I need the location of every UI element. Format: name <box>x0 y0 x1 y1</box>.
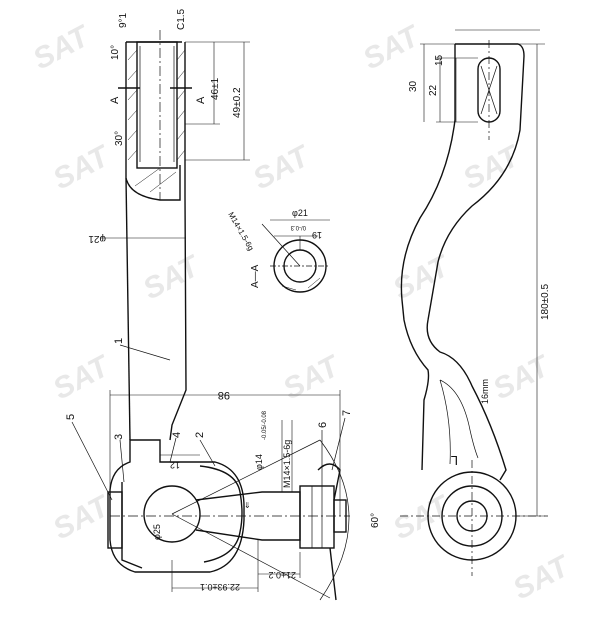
rod-body-top <box>125 42 181 201</box>
dust-boot <box>199 465 243 563</box>
label-dim-98: 98 <box>218 389 230 401</box>
tie-rod-end-view <box>71 30 350 601</box>
housing-inner <box>121 482 143 569</box>
label-dim-21: 21±0.2 <box>269 570 296 580</box>
label-angle-9: 9°1 <box>118 12 129 28</box>
label-dim-19: 19 <box>312 230 322 240</box>
ball-stud-shank <box>195 491 301 541</box>
bottom-plug <box>107 491 123 549</box>
callout-3: 3 <box>113 434 125 440</box>
ball-stud-ball <box>143 485 201 543</box>
label-dim-12: 12 <box>170 460 180 470</box>
label-phi21-rod: φ21 <box>88 233 106 244</box>
label-dim-46: 46±1 <box>210 77 221 100</box>
section-a-a <box>261 219 330 293</box>
castle-nut <box>299 485 335 549</box>
shank-right-edge <box>169 195 187 441</box>
watermark: SAT <box>48 489 117 547</box>
label-angle-30: 30° <box>114 131 125 146</box>
callout-7: 7 <box>341 410 353 416</box>
label-angle-10: 10° <box>110 45 121 60</box>
callout-2: 2 <box>194 432 206 438</box>
label-phi25: φ25 <box>152 524 162 540</box>
label-section-a-left: A <box>109 96 121 104</box>
arm-left-edge <box>400 44 456 471</box>
leader-7 <box>331 417 346 471</box>
arm-right-edge <box>426 43 525 481</box>
label-dim-22-93: 22.93±0.1 <box>200 582 240 592</box>
threaded-bore <box>136 41 178 169</box>
label-dim-22: 22 <box>428 84 439 96</box>
label-dim-49: 49±0.2 <box>232 87 243 118</box>
bore-hatching <box>127 49 186 193</box>
label-l-mark: L <box>451 453 458 468</box>
callout-5: 5 <box>65 414 77 420</box>
label-phi21-section: φ21 <box>292 208 308 218</box>
label-phi14: φ14 <box>254 454 264 470</box>
arm-rib <box>439 379 479 459</box>
label-dim-180: 180±0.5 <box>540 283 551 320</box>
label-dim-30: 30 <box>408 80 419 92</box>
label-section-a-right: A <box>195 96 207 104</box>
callout-1: 1 <box>113 338 125 344</box>
callout-6: 6 <box>317 422 329 428</box>
label-m14-main: M14×1.5-6g <box>282 440 292 488</box>
label-m14-section: M14×1.5-6g <box>226 211 255 253</box>
leader-3 <box>119 439 125 483</box>
watermark: SAT <box>48 139 117 197</box>
ball-joint-housing <box>109 439 245 573</box>
watermark: SAT <box>278 349 347 407</box>
label-dim-15: 15 <box>434 54 445 66</box>
pitman-arm-view <box>400 29 548 576</box>
shank-left-edge <box>125 177 131 441</box>
watermark: SAT <box>358 19 427 77</box>
leader-4 <box>169 437 177 463</box>
arc-60 <box>319 439 350 601</box>
watermark: SAT <box>388 249 457 307</box>
watermark: SAT <box>248 139 317 197</box>
label-section-aa: A—A <box>250 264 261 288</box>
leader-2 <box>199 439 216 467</box>
label-dim-16mm: 16mm <box>480 379 490 404</box>
watermark: SAT <box>388 489 457 547</box>
watermark: SAT <box>138 249 207 307</box>
leader-5 <box>71 421 113 501</box>
label-angle-60: 60° <box>370 513 381 528</box>
watermark: SAT <box>488 349 557 407</box>
callout-4: 4 <box>171 432 183 438</box>
leader-1 <box>119 344 171 361</box>
label-lug-sym: ⇓ <box>244 501 251 510</box>
watermark: SAT <box>48 349 117 407</box>
label-phi14-tol: -0.05/-0.08 <box>262 410 268 440</box>
watermark: SAT <box>28 19 97 77</box>
label-c15: C1.5 <box>176 8 187 30</box>
callout-numbers: 1 2 3 4 5 6 7 <box>65 338 353 440</box>
label-dim-19-tol: 0/-0.3 <box>290 224 306 230</box>
watermark: SAT <box>508 549 577 607</box>
